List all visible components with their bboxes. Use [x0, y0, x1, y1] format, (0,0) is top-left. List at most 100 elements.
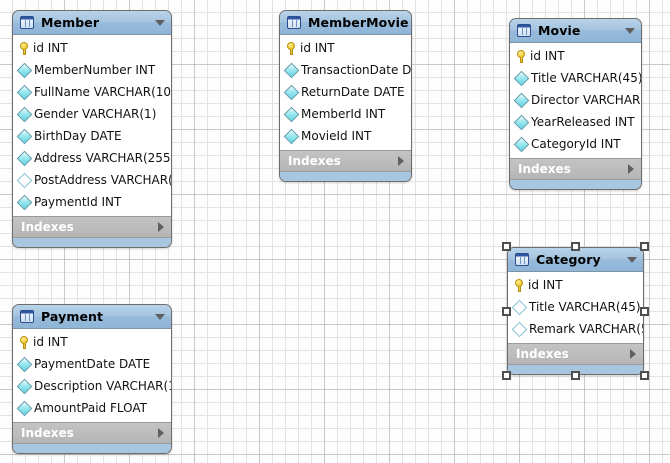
column-row[interactable]: AmountPaid FLOAT: [13, 397, 171, 419]
column-label: id INT: [528, 278, 563, 292]
table-grid-icon: [20, 16, 34, 29]
column-row[interactable]: id INT: [510, 45, 641, 67]
indexes-section[interactable]: Indexes: [13, 217, 171, 238]
selection-handle-se[interactable]: [640, 371, 649, 380]
diamond-icon: [16, 128, 33, 144]
column-label: id INT: [33, 41, 68, 55]
indexes-section[interactable]: Indexes: [510, 159, 641, 180]
column-row[interactable]: Title VARCHAR(45): [508, 296, 643, 318]
column-label: MemberId INT: [301, 107, 386, 121]
column-row[interactable]: Address VARCHAR(255): [13, 147, 171, 169]
diamond-icon: [16, 106, 33, 122]
indexes-label: Indexes: [288, 154, 341, 168]
column-label: Director VARCHAR(45): [531, 93, 641, 107]
table-footer: [280, 172, 411, 181]
column-row[interactable]: Gender VARCHAR(1): [13, 103, 171, 125]
table-grid-icon: [517, 24, 531, 37]
diamond-icon: [16, 62, 33, 78]
diamond-icon: [283, 128, 300, 144]
key-icon: [516, 49, 526, 63]
table-header[interactable]: Category: [508, 248, 643, 272]
column-label: BirthDay DATE: [34, 129, 122, 143]
diamond-icon: [513, 70, 530, 86]
chevron-down-icon[interactable]: [155, 19, 165, 26]
chevron-right-icon[interactable]: [630, 349, 636, 359]
column-row[interactable]: Director VARCHAR(45): [510, 89, 641, 111]
diamond-icon: [16, 378, 33, 394]
chevron-right-icon[interactable]: [158, 428, 164, 438]
table-footer: [13, 238, 171, 247]
column-label: YearReleased INT: [531, 115, 635, 129]
selection-handle-e[interactable]: [640, 306, 649, 316]
column-row[interactable]: MemberNumber INT: [13, 59, 171, 81]
column-label: PostAddress VARCHAR(255): [34, 173, 171, 187]
column-label: ReturnDate DATE: [301, 85, 405, 99]
chevron-right-icon[interactable]: [158, 222, 164, 232]
diamond-outline-icon: [16, 172, 33, 188]
indexes-label: Indexes: [21, 220, 74, 234]
column-row[interactable]: PaymentDate DATE: [13, 353, 171, 375]
table-name: Member: [41, 15, 100, 30]
column-row[interactable]: Remark VARCHAR(500): [508, 318, 643, 340]
selection-handle-s[interactable]: [571, 371, 580, 380]
column-row[interactable]: BirthDay DATE: [13, 125, 171, 147]
table-grid-icon: [20, 310, 34, 323]
diamond-icon: [283, 62, 300, 78]
column-row[interactable]: Description VARCHAR(100): [13, 375, 171, 397]
column-row[interactable]: MovieId INT: [280, 125, 411, 147]
column-row[interactable]: Title VARCHAR(45): [510, 67, 641, 89]
column-row[interactable]: YearReleased INT: [510, 111, 641, 133]
column-row[interactable]: PostAddress VARCHAR(255): [13, 169, 171, 191]
diamond-icon: [16, 84, 33, 100]
diamond-icon: [16, 194, 33, 210]
indexes-section[interactable]: Indexes: [13, 423, 171, 444]
diamond-icon: [513, 114, 530, 130]
indexes-section[interactable]: Indexes: [508, 344, 643, 365]
column-row[interactable]: MemberId INT: [280, 103, 411, 125]
chevron-right-icon[interactable]: [628, 164, 634, 174]
column-label: PaymentId INT: [34, 195, 122, 209]
column-list: id INT TransactionDate DATE ReturnDate DAT…: [280, 35, 411, 151]
chevron-right-icon[interactable]: [398, 156, 404, 166]
selection-handle-ne[interactable]: [640, 242, 649, 251]
selection-handle-n[interactable]: [571, 242, 580, 251]
selection-handle-sw[interactable]: [502, 371, 511, 380]
column-row[interactable]: ReturnDate DATE: [280, 81, 411, 103]
column-row[interactable]: id INT: [280, 37, 411, 59]
column-row[interactable]: CategoryId INT: [510, 133, 641, 155]
table-header[interactable]: Payment: [13, 305, 171, 329]
column-row[interactable]: FullName VARCHAR(100): [13, 81, 171, 103]
indexes-section[interactable]: Indexes: [280, 151, 411, 172]
column-label: AmountPaid FLOAT: [34, 401, 147, 415]
table-grid-icon: [287, 16, 301, 29]
chevron-down-icon[interactable]: [625, 27, 635, 34]
column-label: CategoryId INT: [531, 137, 621, 151]
column-label: TransactionDate DATE: [301, 63, 412, 77]
column-list: id INT Title VARCHAR(45) Director VARCHAR(…: [510, 43, 641, 159]
column-label: id INT: [530, 49, 565, 63]
table-header[interactable]: MemberMovie: [280, 11, 411, 35]
column-row[interactable]: id INT: [508, 274, 643, 296]
column-row[interactable]: PaymentId INT: [13, 191, 171, 213]
chevron-down-icon[interactable]: [155, 313, 165, 320]
column-row[interactable]: id INT: [13, 37, 171, 59]
table-figure-movie[interactable]: Movie id INT Title VARCHAR(45) Director VAR…: [509, 18, 642, 190]
selection-handle-nw[interactable]: [502, 242, 511, 251]
diamond-outline-icon: [511, 299, 528, 315]
column-label: Remark VARCHAR(500): [529, 322, 643, 336]
table-figure-category[interactable]: Category id INT Title VARCHAR(45) Remark VA…: [507, 247, 644, 375]
column-row[interactable]: id INT: [13, 331, 171, 353]
diamond-icon: [16, 356, 33, 372]
chevron-down-icon[interactable]: [627, 256, 637, 263]
table-header[interactable]: Member: [13, 11, 171, 35]
table-header[interactable]: Movie: [510, 19, 641, 43]
column-row[interactable]: TransactionDate DATE: [280, 59, 411, 81]
column-label: Title VARCHAR(45): [529, 300, 641, 314]
selection-handle-w[interactable]: [502, 306, 511, 316]
